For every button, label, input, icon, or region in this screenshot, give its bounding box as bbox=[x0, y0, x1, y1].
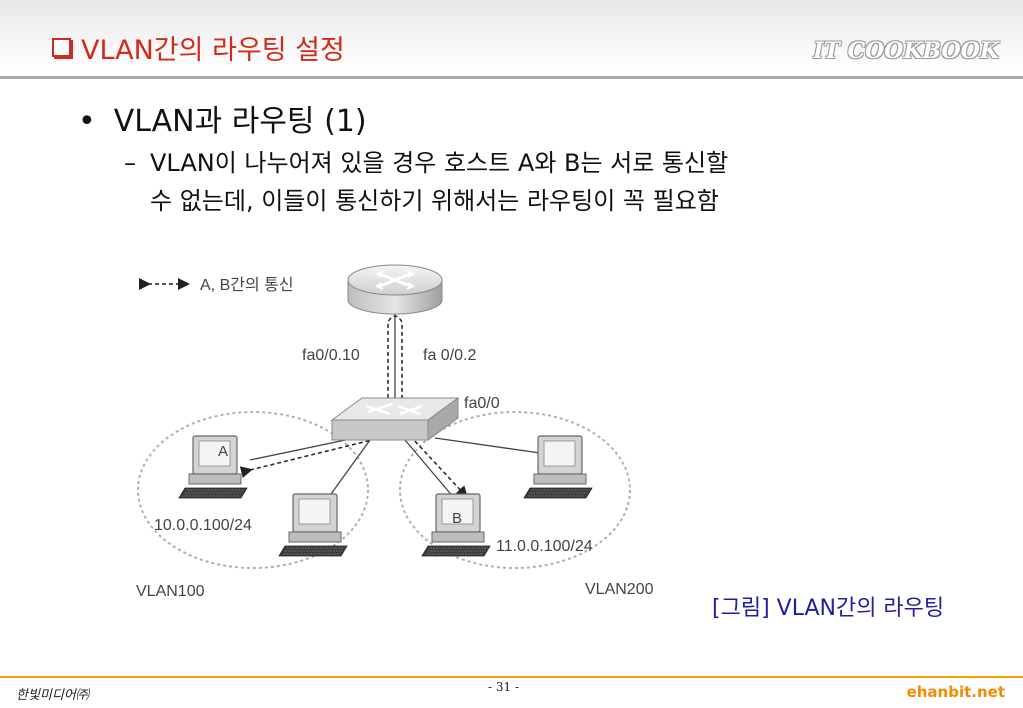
iface-left-label: fa0/0.10 bbox=[302, 347, 360, 364]
vlan-routing-diagram: A, B간의 통신 A B fa0/0.10 fa 0/0.2 fa0/0 10… bbox=[136, 264, 654, 600]
page-title: VLAN간의 라우팅 설정 bbox=[52, 28, 345, 67]
link-pc-4 bbox=[434, 437, 541, 454]
figure-caption: [그림] VLAN간의 라우팅 bbox=[712, 596, 945, 621]
sub-bullet-line-2: 수 없는데, 이들이 통신하기 위해서는 라우팅이 꼭 필요함 bbox=[150, 187, 719, 215]
a-b-communication-path bbox=[239, 315, 469, 499]
main-bullet-text: VLAN과 라우팅 (1) bbox=[113, 104, 367, 139]
sub-bullet-line-1: VLAN이 나누어져 있을 경우 호스트 A와 B는 서로 통신할 bbox=[150, 149, 729, 177]
iface-switch-label: fa0/0 bbox=[464, 395, 500, 412]
page-title-text: VLAN간의 라우팅 설정 bbox=[81, 35, 345, 66]
main-bullet: • VLAN과 라우팅 (1) bbox=[78, 96, 367, 140]
link-host-a bbox=[249, 437, 356, 461]
host-b-label: B bbox=[452, 510, 462, 527]
host-a-ip: 10.0.0.100/24 bbox=[154, 517, 252, 534]
host-a-computer-icon bbox=[178, 435, 248, 499]
header-divider bbox=[0, 76, 1023, 79]
vlan100-label: VLAN100 bbox=[136, 583, 205, 600]
vlan100-computer-icon bbox=[278, 493, 348, 557]
vlan200-label: VLAN200 bbox=[585, 581, 654, 598]
bullet-dot-icon: • bbox=[78, 104, 96, 139]
host-a-label: A bbox=[218, 443, 228, 460]
page-number: - 31 - bbox=[488, 680, 520, 694]
router-icon bbox=[347, 264, 443, 315]
legend-label: A, B간의 통신 bbox=[200, 276, 294, 294]
vlan200-boundary bbox=[399, 411, 631, 569]
publisher-name: 한빛미디어㈜ bbox=[16, 688, 89, 703]
vlan200-computer-icon bbox=[523, 435, 593, 499]
dash-icon: – bbox=[124, 149, 136, 177]
footer-divider bbox=[0, 676, 1023, 678]
iface-right-label: fa 0/0.2 bbox=[423, 347, 476, 364]
site-link: ehanbit.net bbox=[906, 683, 1005, 701]
switch-icon bbox=[330, 397, 460, 441]
header-band bbox=[0, 0, 1023, 76]
host-b-ip: 11.0.0.100/24 bbox=[496, 538, 593, 555]
brand-logo-text: IT COOKBOOK bbox=[813, 38, 999, 64]
checkbox-bullet-icon bbox=[52, 38, 71, 57]
sub-bullet: –VLAN이 나누어져 있을 경우 호스트 A와 B는 서로 통신할 수 없는데… bbox=[124, 144, 728, 220]
